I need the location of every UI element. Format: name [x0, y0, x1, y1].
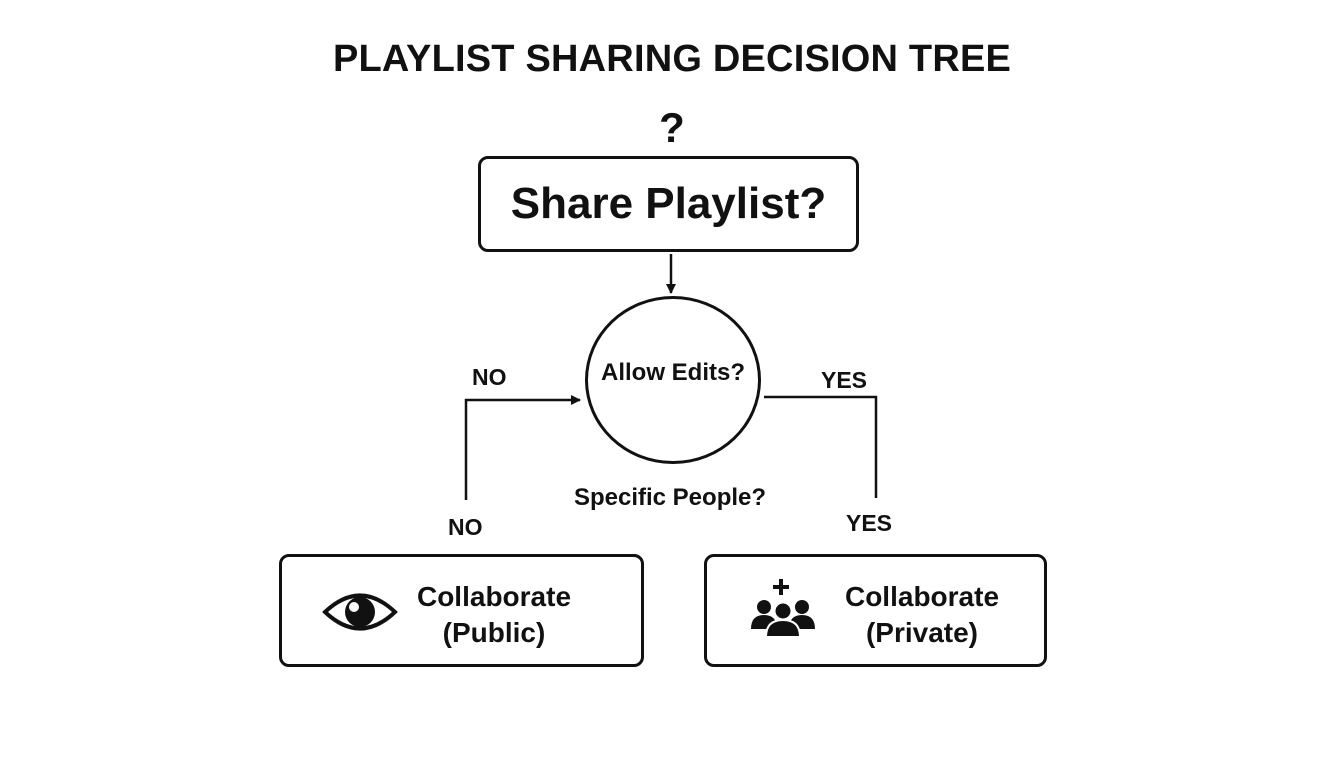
- leaf-label-private: Collaborate (Private): [837, 579, 1007, 651]
- decision-node: Allow Edits?: [585, 296, 761, 464]
- question-mark: ?: [659, 104, 685, 151]
- leaf-node-public: Collaborate (Public): [279, 554, 644, 667]
- sub-question-label: Specific People?: [573, 484, 767, 511]
- add-group-icon: [749, 577, 819, 644]
- leaf-label-private-line2: (Private): [865, 617, 979, 648]
- edge-label-yes-bottom: YES: [846, 510, 893, 536]
- right-branch-line: [764, 395, 878, 498]
- edge-label-yes-top: YES: [821, 367, 868, 393]
- leaf-label-public-line2: (Public): [442, 617, 546, 648]
- edge-label-no-bottom: NO: [448, 514, 483, 540]
- leaf-label-public-line1: Collaborate: [416, 581, 572, 612]
- decision-node-label: Allow Edits?: [601, 359, 745, 386]
- diagram-title: PLAYLIST SHARING DECISION TREE: [332, 38, 1012, 80]
- left-branch-arrow: [464, 395, 581, 500]
- root-node-label: Share Playlist?: [510, 179, 827, 228]
- edge-label-no-top: NO: [472, 364, 507, 390]
- eye-icon: [322, 587, 398, 642]
- leaf-label-private-line1: Collaborate: [844, 581, 1000, 612]
- root-node: Share Playlist?: [478, 156, 859, 252]
- leaf-label-public: Collaborate (Public): [414, 579, 574, 651]
- leaf-node-private: Collaborate (Private): [704, 554, 1047, 667]
